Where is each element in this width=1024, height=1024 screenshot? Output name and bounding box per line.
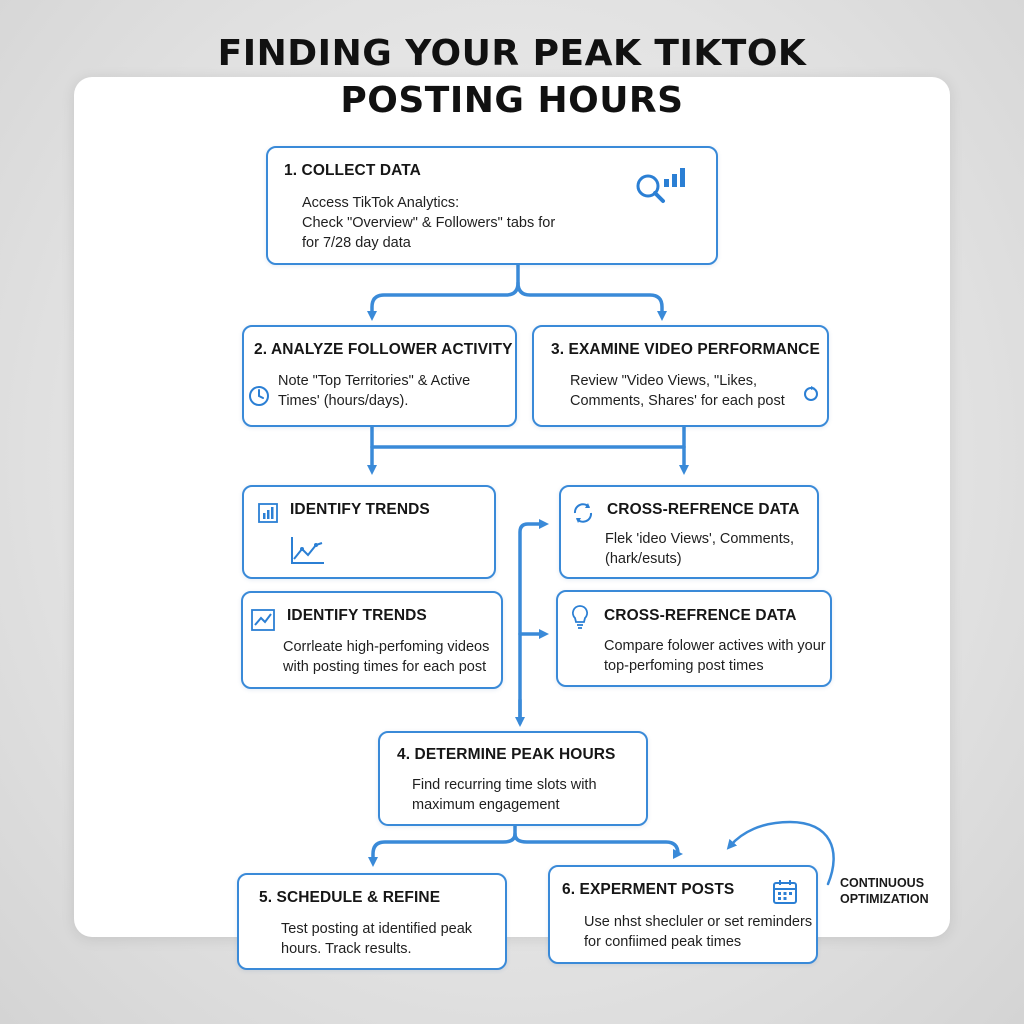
step-trends-b-line: Corrleate high-perfoming videos [283,639,490,655]
step-examine-title: 3. EXAMINE VIDEO PERFORMANCE [551,341,820,358]
step-trends-b-line: with posting times for each post [283,659,487,675]
step-analyze-follower-activity: 2. ANALYZE FOLLOWER ACTIVITY Note "Top T… [242,325,517,427]
step-trends-b-text: Corrleate high-perfoming videos with pos… [283,637,489,677]
bar-chart-icon [258,503,278,523]
step-collect-line: Access TikTok Analytics: [302,195,460,211]
line-chart-icon [291,537,324,564]
step-trends-b-title: IDENTIFY TRENDS [287,607,427,624]
step-schedule-text: Test posting at identified peak hours. T… [281,919,472,959]
step-collect-title: 1. COLLECT DATA [284,162,421,179]
step-analyze-title: 2. ANALYZE FOLLOWER ACTIVITY [254,341,513,358]
step-trends-a-title: IDENTIFY TRENDS [290,501,430,518]
step-determine-title: 4. DETERMINE PEAK HOURS [397,746,616,763]
step-schedule-title: 5. SCHEDULE & REFINE [259,889,441,906]
step-determine-text: Find recurring time slots with maximum e… [412,775,597,815]
step-schedule-refine: 5. SCHEDULE & REFINE Test posting at ide… [237,873,507,970]
step-crossref-a-line: Flek 'ideo Views', Comments, [605,531,795,547]
step-schedule-line: Test posting at identified peak [281,921,473,937]
step-identify-trends-a: IDENTIFY TRENDS [242,485,496,579]
step-examine-line: Comments, Shares' for each post [570,393,785,409]
trend-line-icon [251,609,275,631]
step-determine-line: Find recurring time slots with [412,777,597,793]
step-analyze-line: Times' (hours/days). [278,393,409,409]
step-crossref-b-line: Compare folower actives with your [604,638,826,654]
step-experiment-title: 6. EXPERMENT POSTS [562,881,735,898]
step-examine-video-performance: 3. EXAMINE VIDEO PERFORMANCE Review "Vid… [532,325,829,427]
magnifier-bar-chart-icon [636,168,685,203]
step-experiment-line: Use nhst shecluler or set reminders [584,914,813,930]
step-determine-line: maximum engagement [412,797,560,813]
step-experiment-line: for confiimed peak times [584,934,742,950]
step-analyze-text: Note "Top Territories" & Active Times' (… [278,371,470,411]
step-crossref-b-line: top-perfoming post times [604,658,764,674]
step-analyze-line: Note "Top Territories" & Active [278,373,471,389]
side-label-line-1: CONTINUOUS [840,876,925,890]
step-examine-text: Review "Video Views, "Likes, Comments, S… [570,371,785,411]
step-collect-line: for 7/28 day data [302,235,411,251]
step-crossref-a-line: (hark/esuts) [605,551,682,567]
step-collect-data: 1. COLLECT DATA Access TikTok Analytics:… [266,146,718,265]
step-collect-line: Check "Overview" & Followers" tabs for [302,215,556,231]
title-line-1: FINDING YOUR PEAK TIKTOK [217,33,807,74]
step-schedule-line: hours. Track results. [281,941,412,957]
step-crossref-a-text: Flek 'ideo Views', Comments, (hark/esuts… [605,529,794,569]
step-crossref-a-title: CROSS-REFRENCE DATA [607,501,800,518]
step-experiment-text: Use nhst shecluler or set reminders for … [584,912,812,952]
step-cross-reference-a: CROSS-REFRENCE DATA Flek 'ideo Views', C… [559,485,819,579]
continuous-optimization-label: CONTINUOUS OPTIMIZATION [840,875,929,907]
title-line-2: POSTING HOURS [340,80,684,121]
side-label-line-2: OPTIMIZATION [840,892,929,906]
refresh-icon [804,386,818,401]
step-identify-trends-b: IDENTIFY TRENDS Corrleate high-perfoming… [241,591,503,689]
step-experiment-posts: 6. EXPERMENT POSTS Use nhst shecluler or… [548,865,818,964]
clock-icon [249,386,269,406]
calendar-icon [773,880,797,904]
page-title: FINDING YOUR PEAK TIKTOK POSTING HOURS [0,30,1024,124]
step-crossref-b-text: Compare folower actives with your top-pe… [604,636,826,676]
step-cross-reference-b: CROSS-REFRENCE DATA Compare folower acti… [556,590,832,687]
lightbulb-icon [572,605,588,629]
step-crossref-b-title: CROSS-REFRENCE DATA [604,607,797,624]
step-examine-line: Review "Video Views, "Likes, [570,373,758,389]
step-collect-text: Access TikTok Analytics: Check "Overview… [302,193,555,253]
sync-arrows-icon [573,503,593,523]
step-determine-peak-hours: 4. DETERMINE PEAK HOURS Find recurring t… [378,731,648,826]
